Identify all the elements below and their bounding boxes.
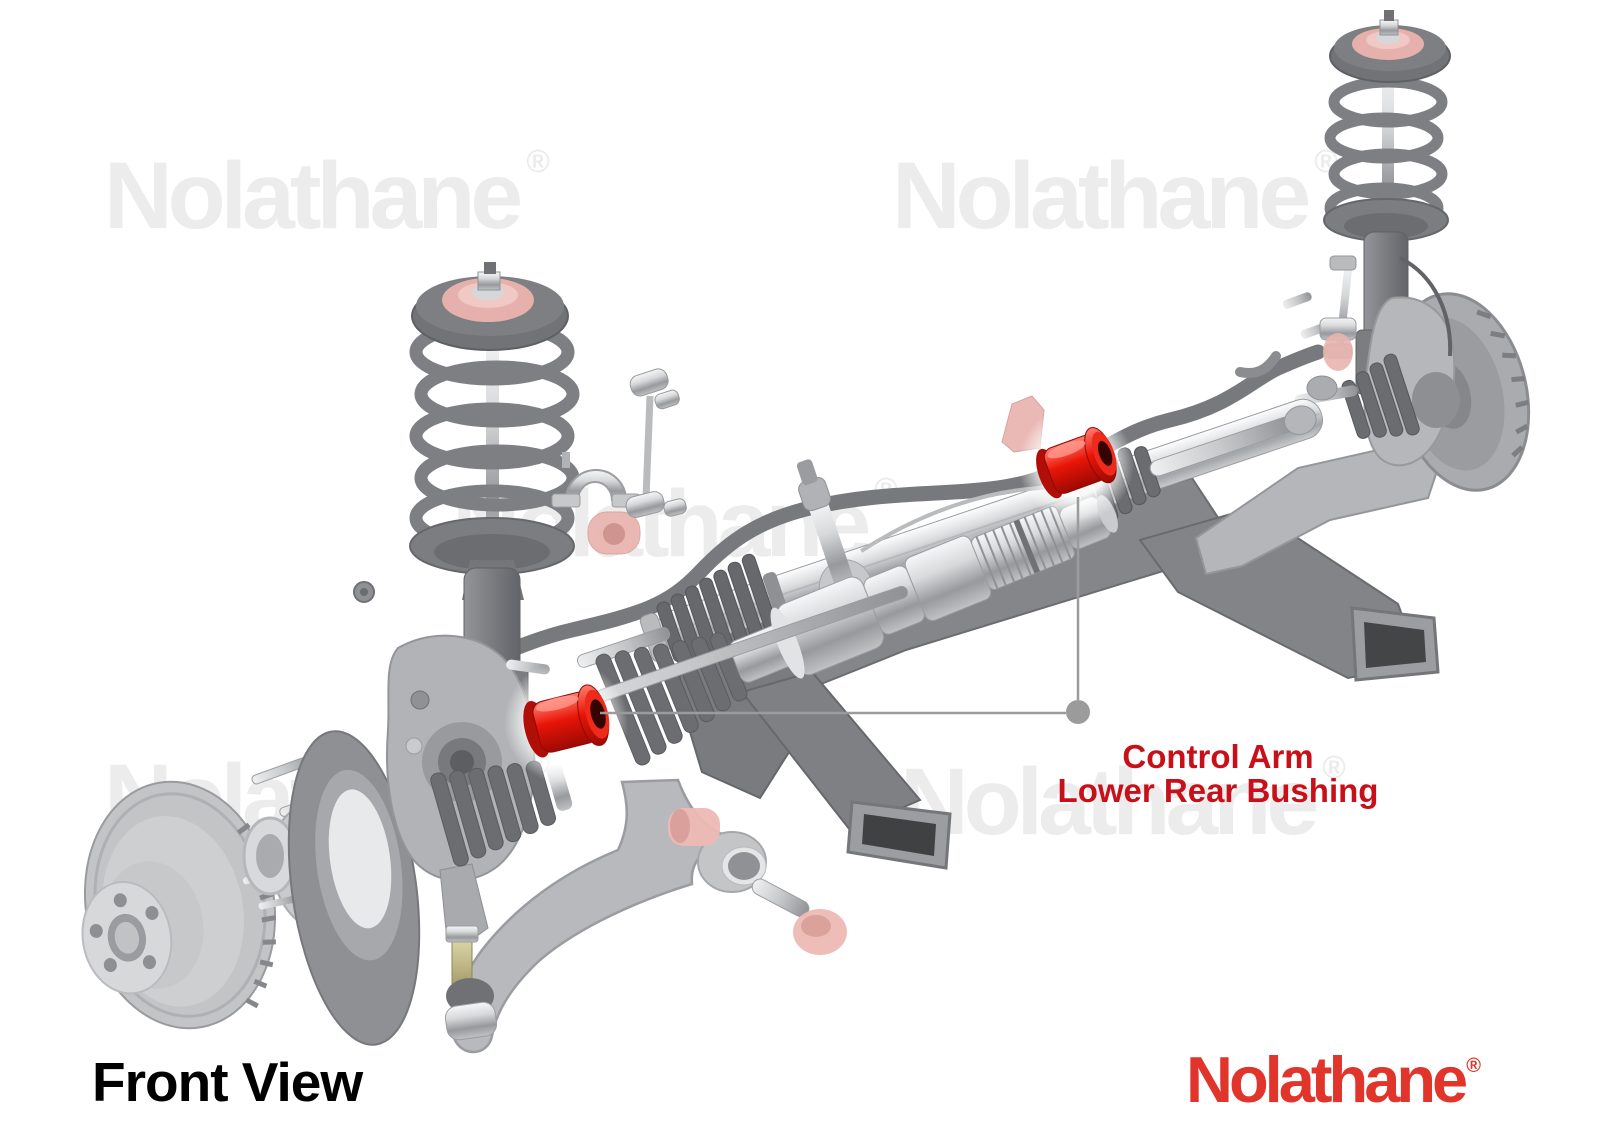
sway-bar-clamp [551, 452, 641, 508]
watermark: Nolathane® [892, 142, 1338, 251]
pink-bushing-control-arm-upper [668, 808, 720, 846]
strut-mount-right [1329, 10, 1451, 83]
coil-spring-left [409, 318, 580, 552]
part-callout-line2: Lower Rear Bushing [1057, 772, 1379, 809]
highlight-bushing-rear [1018, 406, 1134, 522]
sway-bar-mount-right [1319, 317, 1357, 371]
brand-logo-text: Nolathane [1186, 1043, 1468, 1116]
subframe-box-end-right [1350, 606, 1440, 682]
splined-shaft-end [971, 506, 1075, 590]
watermark: Nolathane® [104, 142, 550, 251]
brake-hose-right [1399, 256, 1453, 357]
registered-mark-icon: ® [526, 143, 550, 179]
registered-mark-icon: ® [1322, 749, 1346, 785]
brake-rotor-left [81, 780, 277, 1030]
registered-mark-icon: ® [1466, 1055, 1481, 1077]
watermark-text: Nolathane [892, 143, 1311, 249]
tie-rod-right [1149, 405, 1317, 477]
highlight-bushing-front [504, 660, 628, 784]
control-arm-bushing-eye [697, 831, 767, 893]
thru-bolt [751, 878, 810, 918]
dust-shield [287, 730, 421, 1046]
sway-bar-d-bushing [587, 511, 641, 555]
ball-joint-left [444, 925, 498, 1041]
sway-bar-end-link [625, 368, 687, 518]
part-callout: Control Arm Lower Rear Bushing [1018, 740, 1418, 808]
sway-bar [402, 344, 1326, 714]
control-arm-right [1194, 442, 1440, 576]
brand-logo: Nolathane® [1186, 1042, 1481, 1117]
pink-bushing-control-arm-lower [793, 909, 847, 955]
subframe-box-end-left [846, 800, 952, 870]
strut-assembly-left [409, 262, 580, 721]
wheel-bearing [242, 816, 298, 896]
watermark: Nolathane® [900, 748, 1346, 857]
leader-line [600, 497, 1090, 724]
strut-mount-left [411, 262, 569, 351]
watermark-text: Nolathane [900, 749, 1319, 855]
control-arm-left [444, 778, 847, 1054]
part-callout-line1: Control Arm [1122, 738, 1314, 775]
loose-nut [353, 581, 375, 603]
view-caption: Front View [92, 1051, 363, 1113]
watermark-text: Nolathane [104, 143, 523, 249]
strut-assembly-right [1282, 10, 1531, 492]
leader-dot [1066, 700, 1090, 724]
pink-bushing-sway-bar-right [1323, 333, 1353, 371]
